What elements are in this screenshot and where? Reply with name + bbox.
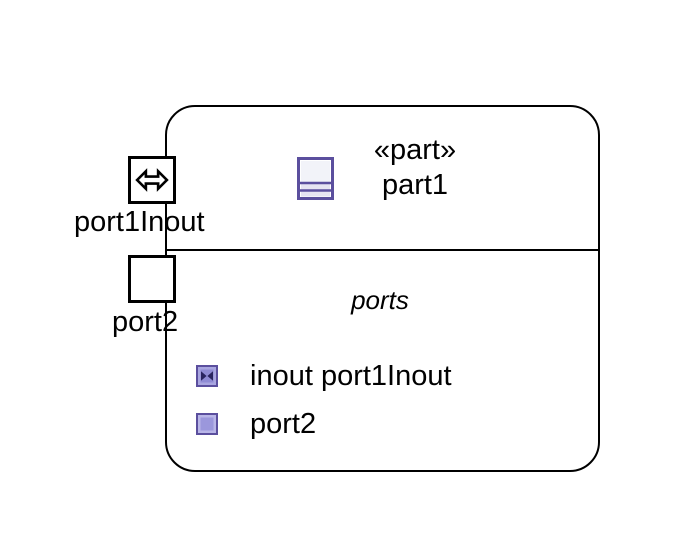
part-header-text: «part» part1 (340, 133, 490, 204)
ports-list: inout port1Inout port2 (196, 352, 586, 448)
part-box[interactable] (165, 105, 600, 472)
part-stereotype: «part» (373, 134, 457, 166)
part-block-icon (297, 157, 334, 200)
port-label-port2: port2 (112, 306, 179, 338)
list-item[interactable]: inout port1Inout (196, 352, 586, 400)
port-label-port1: port1Inout (74, 206, 205, 238)
compartment-divider (166, 249, 599, 251)
inout-port-icon (196, 365, 218, 387)
port-icon (196, 413, 218, 435)
port-shape-port1[interactable] (128, 156, 176, 204)
list-item-label: inout port1Inout (250, 359, 452, 392)
ports-compartment-heading: ports (351, 285, 409, 315)
part-name: part1 (381, 169, 449, 202)
list-item-label: port2 (250, 407, 317, 440)
list-item[interactable]: port2 (196, 400, 586, 448)
port-shape-port2[interactable] (128, 255, 176, 303)
